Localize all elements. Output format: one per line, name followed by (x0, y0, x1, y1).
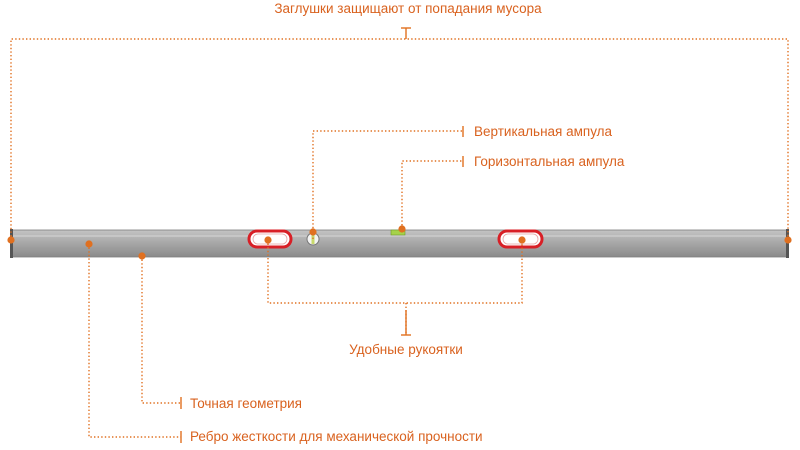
end-caps-label: Заглушки защищают от попадания мусора (274, 1, 542, 16)
geometry-leader (141, 256, 181, 404)
callout-ticks (180, 27, 464, 443)
horizontal-vial-leader (401, 160, 463, 229)
end-caps-leader (10, 38, 789, 240)
vertical-vial-leader (312, 130, 463, 239)
horizontal-vial-label: Горизонтальная ампула (474, 154, 625, 169)
dot-horizontal-vial (398, 225, 406, 233)
horizontal-vial (390, 229, 406, 236)
dot-handle-left (264, 236, 272, 244)
dot-handle-right (518, 236, 526, 244)
dot-geometry (138, 252, 146, 260)
rib-label: Ребро жесткости для механической прочнос… (190, 429, 483, 444)
handles-label: Удобные рукоятки (349, 342, 463, 357)
geometry-label: Точная геометрия (190, 396, 302, 411)
dot-rib (85, 240, 93, 248)
dot-left-cap (7, 236, 15, 244)
rib-leader (88, 244, 181, 438)
vertical-vial-label: Вертикальная ампула (474, 124, 613, 139)
dot-vertical-vial (309, 228, 317, 236)
callout-dots (7, 225, 792, 260)
dot-right-cap (784, 236, 792, 244)
